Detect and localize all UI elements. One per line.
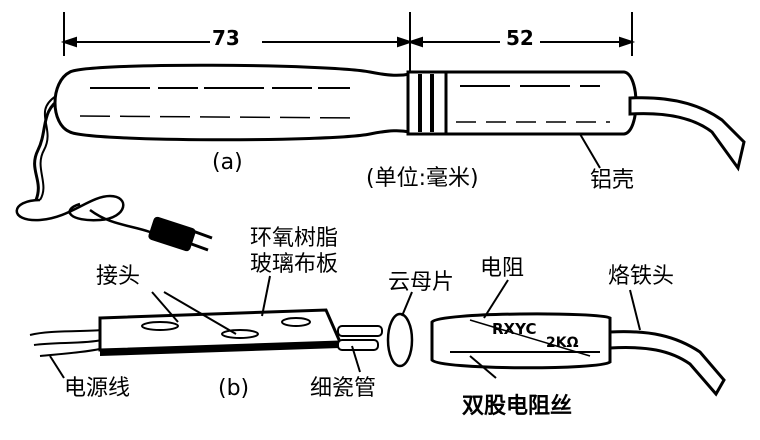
resistor-label: 电阻 <box>480 256 525 281</box>
aluminum-shell-label: 铝壳 <box>590 168 635 193</box>
dimension-handle-length: 73 <box>212 26 240 50</box>
unit-note: (单位:毫米) <box>366 166 479 191</box>
dimension-lines <box>60 12 636 72</box>
mica-label: 云母片 <box>388 270 455 295</box>
figure-b-internals <box>29 275 726 397</box>
dimension-barrel-length: 52 <box>506 26 534 50</box>
resistor-marking-type: RXYC <box>492 320 537 338</box>
figure-a-caption: (a) <box>212 150 243 175</box>
figure-b-caption: (b) <box>218 376 250 401</box>
epoxy-label-line2: 玻璃布板 <box>250 252 339 277</box>
tip-label: 烙铁头 <box>608 264 675 289</box>
joint-label: 接头 <box>96 264 141 289</box>
ceramic-tube-label: 细瓷管 <box>310 376 377 401</box>
twin-resistance-wire-label: 双股电阻丝 <box>462 394 573 419</box>
power-cord-label: 电源线 <box>64 376 131 401</box>
figure-a-iron <box>15 63 746 252</box>
epoxy-label-line1: 环氧树脂 <box>250 226 339 251</box>
resistor-marking-value: 2KΩ <box>546 335 579 351</box>
